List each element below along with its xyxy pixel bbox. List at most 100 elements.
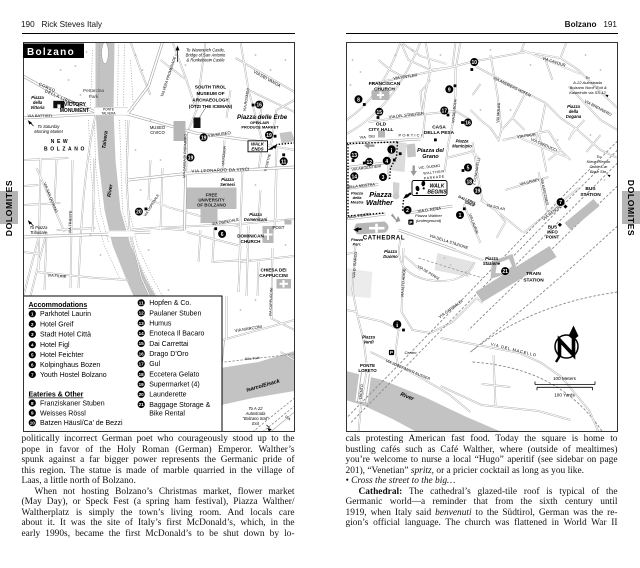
svg-text:Duomo: Duomo	[383, 254, 398, 259]
svg-text:16: 16	[256, 103, 262, 109]
svg-text:VIA VINTLER: VIA VINTLER	[392, 72, 417, 80]
svg-text:BUS: BUS	[547, 225, 556, 230]
svg-text:VIA KAPUZINER: VIA KAPUZINER	[539, 178, 549, 206]
svg-text:2: 2	[31, 322, 34, 327]
svg-text:VIA GARIBALDI: VIA GARIBALDI	[437, 298, 463, 319]
svg-text:CASA: CASA	[432, 125, 446, 131]
svg-text:della: della	[32, 100, 42, 105]
svg-text:SOUTH TIROL: SOUTH TIROL	[194, 85, 225, 90]
svg-text:Weisses Rössl: Weisses Rössl	[40, 410, 86, 417]
svg-text:VIA DR. STREITER: VIA DR. STREITER	[388, 111, 424, 120]
svg-text:12: 12	[366, 160, 372, 166]
svg-text:6: 6	[31, 363, 34, 368]
svg-text:Park: Park	[88, 94, 98, 99]
svg-text:20: 20	[136, 210, 142, 216]
svg-text:19: 19	[200, 135, 206, 141]
svg-text:OF BOLZANO: OF BOLZANO	[196, 203, 226, 208]
svg-text:Dogana: Dogana	[565, 114, 581, 119]
svg-text:CIVICO: CIVICO	[150, 130, 165, 135]
svg-text:Talvera: Talvera	[101, 130, 109, 149]
svg-text:GREIF: GREIF	[464, 200, 476, 208]
svg-text:STATION: STATION	[523, 278, 544, 284]
svg-text:Eateries & Other: Eateries & Other	[28, 392, 83, 399]
svg-text:16: 16	[465, 121, 471, 127]
svg-text:VIA ANDREAS HOFER: VIA ANDREAS HOFER	[492, 75, 532, 98]
svg-text:CHURCH: CHURCH	[240, 239, 261, 244]
svg-text:Gul: Gul	[149, 361, 160, 368]
svg-text:DEI: DEI	[368, 134, 375, 139]
svg-text:13: 13	[351, 153, 357, 159]
svg-text:WALK: WALK	[251, 142, 265, 147]
svg-text:VIA SOLAR: VIA SOLAR	[486, 203, 506, 212]
svg-text:21: 21	[138, 402, 144, 407]
svg-text:Piazza Walther: Piazza Walther	[415, 213, 442, 218]
svg-text:DOMINICAN: DOMINICAN	[237, 234, 264, 239]
svg-text:MUSEO: MUSEO	[149, 125, 165, 130]
svg-text:Cable Car: Cable Car	[589, 164, 608, 169]
svg-text:Parkhotel Laurin: Parkhotel Laurin	[40, 311, 91, 318]
svg-text:VIA D. RENA: VIA D. RENA	[417, 205, 441, 213]
svg-text:Autostrada: Autostrada	[244, 411, 266, 416]
svg-text:Bike Path: Bike Path	[245, 356, 260, 361]
svg-text:To A-22: To A-22	[248, 406, 263, 411]
svg-text:Kiewn/Renon: Kiewn/Renon	[586, 159, 611, 164]
svg-text:MUSEUM OF: MUSEUM OF	[196, 91, 224, 96]
svg-text:7: 7	[31, 372, 34, 377]
svg-text:A-22 Autostrada: A-22 Autostrada	[572, 80, 603, 85]
svg-text:To: To	[596, 154, 601, 159]
svg-text:5: 5	[31, 353, 34, 358]
svg-text:18: 18	[138, 372, 144, 377]
svg-text:Stadt Hotel Città: Stadt Hotel Città	[40, 332, 91, 339]
svg-text:19: 19	[138, 382, 144, 387]
svg-text:21: 21	[502, 269, 508, 275]
svg-text:4: 4	[385, 159, 388, 165]
svg-text:100 Yards: 100 Yards	[554, 393, 575, 398]
svg-text:Piazza: Piazza	[567, 104, 580, 109]
svg-text:Enoteca Il Bacaro: Enoteca Il Bacaro	[149, 331, 204, 338]
svg-text:1: 1	[31, 312, 34, 317]
svg-text:VIA ALTO ADIGE: VIA ALTO ADIGE	[400, 268, 406, 298]
svg-text:VIA LEONARDO DA VINCI: VIA LEONARDO DA VINCI	[191, 166, 249, 173]
svg-text:TALVERA: TALVERA	[101, 111, 116, 115]
svg-text:10: 10	[29, 421, 35, 426]
svg-text:VIC. DUOMO: VIC. DUOMO	[418, 164, 440, 170]
svg-text:14: 14	[351, 174, 357, 180]
svg-text:BUS: BUS	[585, 186, 596, 192]
svg-text:Stazione: Stazione	[482, 261, 500, 266]
svg-text:DELLA MOSTRA: DELLA MOSTRA	[346, 182, 376, 189]
svg-text:CHIESA DEI: CHIESA DEI	[260, 268, 286, 273]
svg-text:3: 3	[31, 332, 34, 337]
svg-text:Petrarcina: Petrarcina	[83, 88, 104, 93]
svg-text:Hopfen & Co.: Hopfen & Co.	[149, 300, 191, 307]
svg-text:STATION: STATION	[580, 192, 601, 198]
svg-text:CAPPUCCINI: CAPPUCCINI	[259, 273, 288, 278]
svg-text:PONTE: PONTE	[359, 363, 374, 368]
svg-text:VIA RENON: VIA RENON	[541, 204, 561, 221]
svg-text:Hotel Greif: Hotel Greif	[40, 321, 74, 328]
svg-text:Piazza: Piazza	[384, 249, 397, 254]
svg-text:Bridge of San Antonio: Bridge of San Antonio	[185, 53, 225, 58]
svg-text:Piazza: Piazza	[351, 237, 364, 242]
svg-text:Bike Rental: Bike Rental	[149, 410, 185, 417]
svg-text:Piazza: Piazza	[455, 139, 468, 144]
svg-text:VIA BATTISTI: VIA BATTISTI	[27, 113, 52, 118]
svg-text:Grano: Grano	[422, 154, 439, 160]
svg-text:Kolpinghaus Bozen: Kolpinghaus Bozen	[40, 362, 100, 369]
svg-text:Supermarket (4): Supermarket (4)	[149, 382, 200, 389]
svg-text:P: P	[389, 350, 392, 355]
svg-text:To Piazza: To Piazza	[29, 225, 48, 230]
svg-text:11: 11	[281, 159, 287, 165]
svg-text:P: P	[409, 220, 412, 225]
svg-text:9: 9	[447, 87, 450, 93]
svg-text:VIA MOLINI: VIA MOLINI	[495, 103, 500, 123]
svg-text:i: i	[396, 322, 398, 329]
svg-text:2: 2	[406, 208, 409, 214]
svg-text:19: 19	[474, 189, 480, 195]
svg-text:Hotel Feichter: Hotel Feichter	[40, 352, 84, 359]
svg-text:VIA MUSEO: VIA MUSEO	[207, 130, 231, 138]
svg-text:19: 19	[266, 133, 272, 139]
svg-text:CHURCH: CHURCH	[374, 87, 395, 93]
svg-text:VIA CAPPUCCINI: VIA CAPPUCCINI	[268, 288, 273, 317]
svg-text:BEGINS: BEGINS	[427, 190, 447, 196]
svg-text:9: 9	[31, 411, 34, 416]
